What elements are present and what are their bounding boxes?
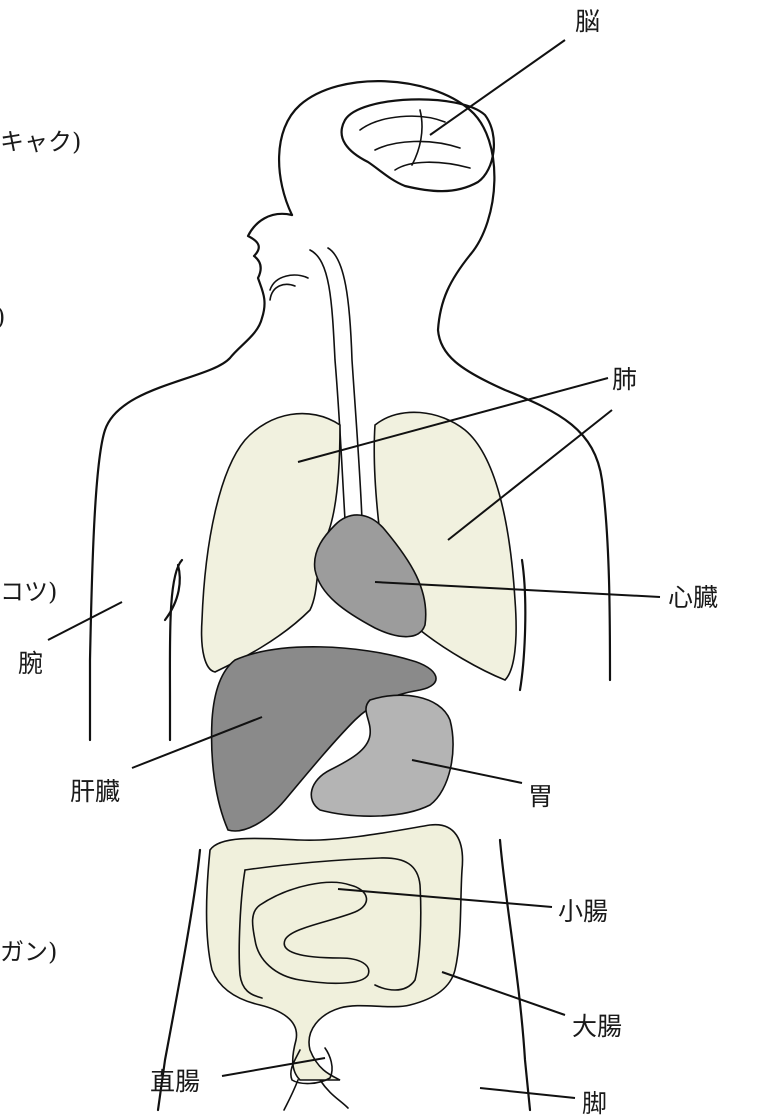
label-small-intestine: 小腸 xyxy=(558,897,608,926)
brain-leader xyxy=(430,40,565,135)
label-rectum: 直腸 xyxy=(150,1067,200,1096)
label-large-intestine: 大腸 xyxy=(572,1012,622,1041)
label-liver: 肝臓 xyxy=(70,777,120,806)
label-arm: 腕 xyxy=(18,649,43,678)
edge-text: キャク) ) コツ) ガン) xyxy=(0,128,81,966)
label-heart: 心臓 xyxy=(668,583,718,612)
label-leg: 脚 xyxy=(582,1089,607,1118)
label-brain: 脳 xyxy=(575,7,600,36)
label-lungs: 肺 xyxy=(612,365,637,394)
edge-text-line3: コツ) xyxy=(0,578,57,606)
large-intestine-shape xyxy=(206,825,462,1080)
arm-leader xyxy=(48,602,122,640)
large-intestine-leader xyxy=(442,972,565,1015)
brain-shape xyxy=(342,99,494,191)
edge-text-line4: ガン) xyxy=(0,938,57,966)
label-stomach: 胃 xyxy=(528,782,553,811)
edge-text-line1: キャク) xyxy=(0,128,81,156)
edge-text-line2: ) xyxy=(0,303,5,331)
